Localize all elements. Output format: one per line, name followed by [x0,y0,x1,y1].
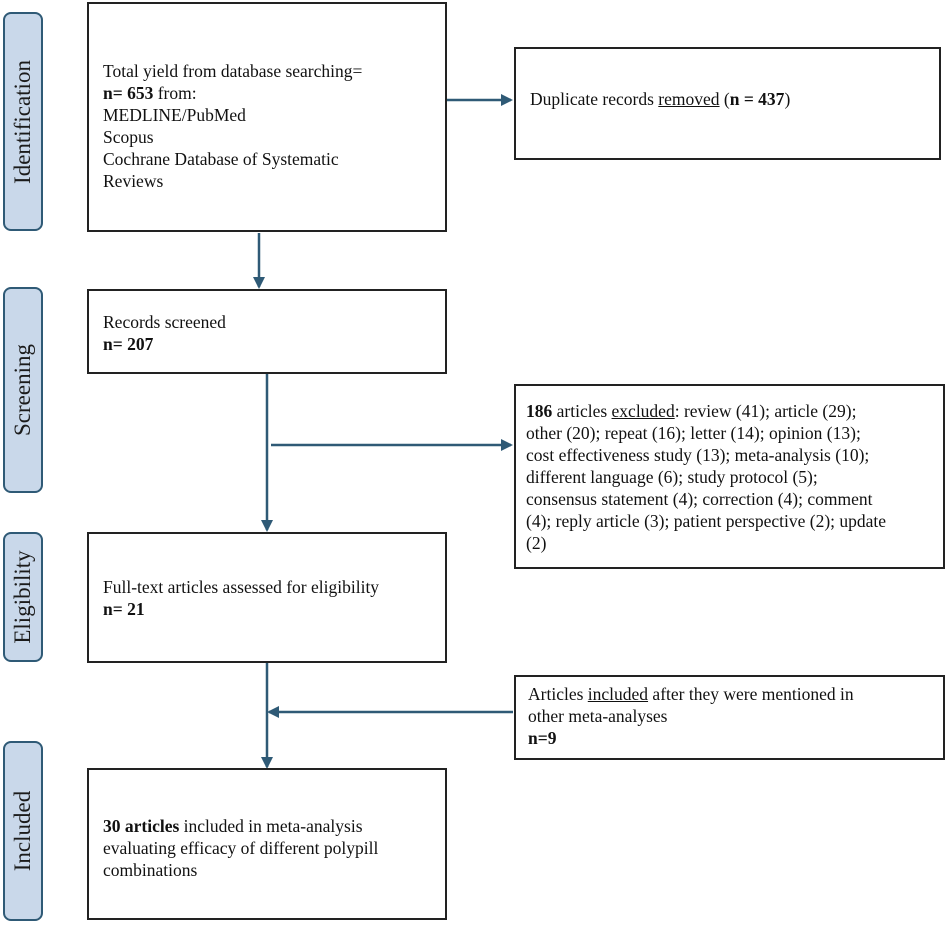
records-screened-count: n= 207 [103,334,154,354]
source-scopus: Scopus [103,127,154,147]
excluded-line-5: consensus statement (4); correction (4);… [526,489,873,509]
excluded-line1-rest: : review (41); article (29); [674,401,857,421]
added-line1-rest: after they were mentioned in [648,684,854,704]
duplicates-count: n = 437 [729,89,785,109]
excluded-line-2: other (20); repeat (16); letter (14); op… [526,423,861,443]
phase-eligibility: Eligibility [3,532,43,662]
added-articles-box: Articles included after they were mentio… [514,675,945,760]
source-medline: MEDLINE/PubMed [103,105,246,125]
excluded-line-3: cost effectiveness study (13); meta-anal… [526,445,870,465]
records-screened-box: Records screened n= 207 [87,289,447,374]
excluded-box: 186 articles excluded: review (41); arti… [514,384,945,569]
phase-identification: Identification [3,12,43,231]
database-search-count: n= 653 [103,83,154,103]
source-cochrane: Cochrane Database of Systematic [103,149,339,169]
database-search-line: Total yield from database searching= [103,61,363,81]
database-search-box: Total yield from database searching= n= … [87,2,447,232]
excluded-line-1: 186 articles excluded: review (41); arti… [526,400,933,422]
database-search-count-line: n= 653 from: [103,82,431,104]
phase-included: Included [3,741,43,921]
duplicates-middle: ( [719,89,730,109]
included-box: 30 articles included in meta-analysis ev… [87,768,447,920]
duplicates-suffix: ) [784,89,791,109]
added-line-1: Articles included after they were mentio… [528,683,931,705]
added-count: n=9 [528,728,557,748]
excluded-line-6: (4); reply article (3); patient perspect… [526,511,887,531]
included-line1-rest: included in meta-analysis [179,816,363,836]
prisma-flow-diagram: Identification Screening Eligibility Inc… [3,2,945,927]
records-screened-label: Records screened [103,312,226,332]
duplicates-prefix: Duplicate records [530,89,659,109]
excluded-word: articles [552,401,612,421]
included-line-1: 30 articles included in meta-analysis [103,815,431,837]
source-cochrane-cont: Reviews [103,171,164,191]
excluded-underlined: excluded [611,401,675,421]
excluded-line-7: (2) [526,533,547,553]
eligibility-count: n= 21 [103,599,145,619]
added-underlined: included [587,684,649,704]
excluded-count: 186 [526,401,553,421]
database-search-count-suffix: from: [153,83,197,103]
duplicates-box: Duplicate records removed (n = 437) [514,47,941,160]
flow-arrows [253,94,513,769]
excluded-line-4: different language (6); study protocol (… [526,467,818,487]
included-line-3: combinations [103,860,198,880]
eligibility-label: Full-text articles assessed for eligibil… [103,577,380,597]
duplicates-removed: removed [658,89,720,109]
added-prefix: Articles [528,684,588,704]
included-count: 30 articles [103,816,180,836]
added-line-2: other meta-analyses [528,706,668,726]
phase-screening: Screening [3,287,43,493]
eligibility-box: Full-text articles assessed for eligibil… [87,532,447,663]
duplicates-text: Duplicate records removed (n = 437) [530,88,925,110]
included-line-2: evaluating efficacy of different polypil… [103,838,379,858]
